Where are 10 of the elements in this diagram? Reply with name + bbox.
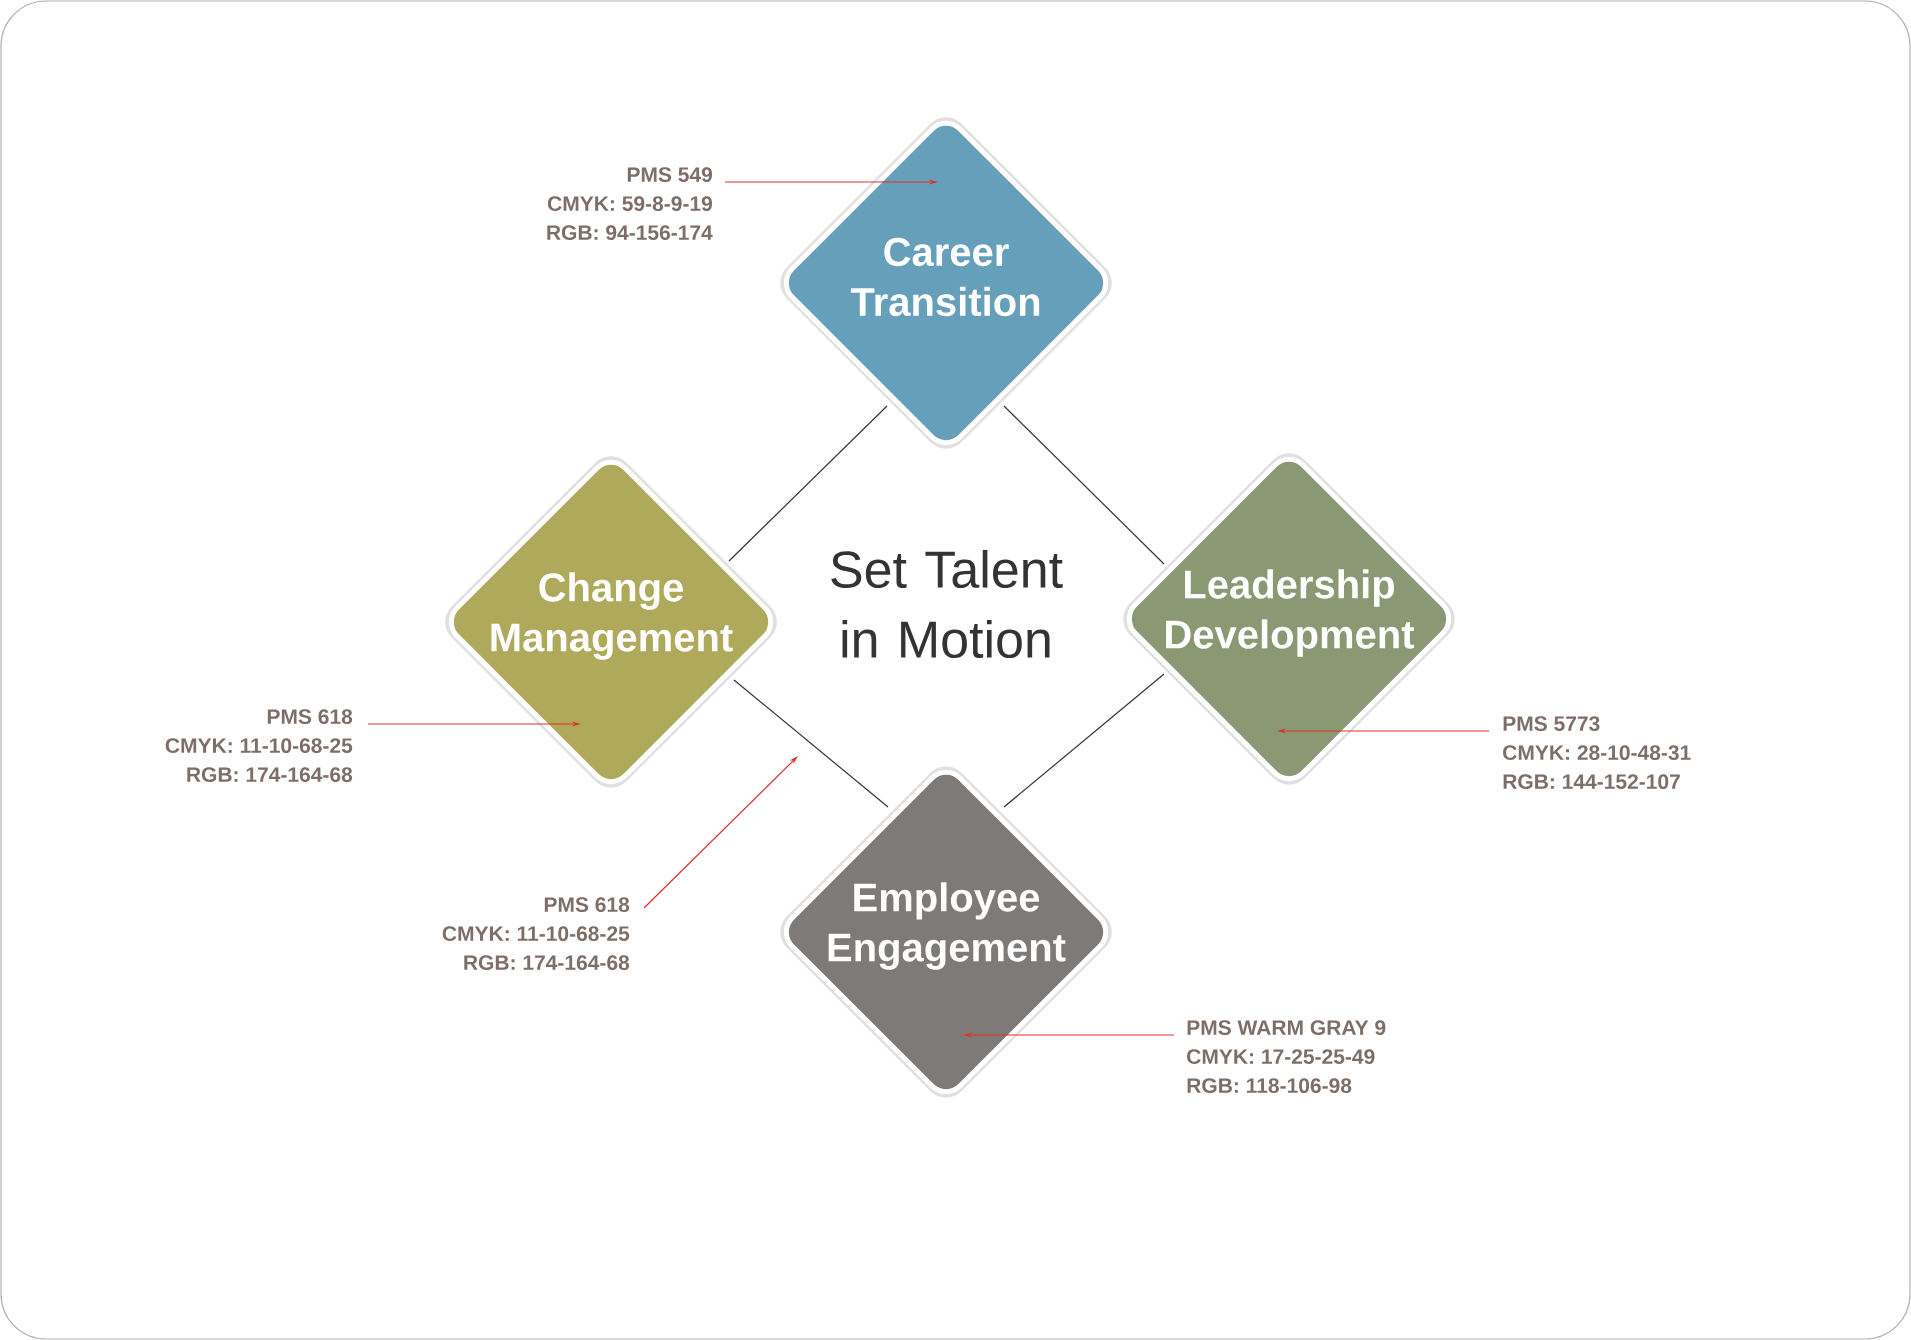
- connector-line: [1003, 673, 1165, 808]
- connector-line: [1003, 405, 1165, 565]
- color-spec-text: PMS WARM GRAY 9 CMYK: 17-25-25-49 RGB: 118-106-98: [1187, 1020, 1386, 1094]
- color-spec-text: PMS 549 CMYK: 59-8-9-19 RGB: 94-156-174: [547, 167, 713, 241]
- color-spec-text: PMS 5773 CMYK: 28-10-48-31 RGB: 144-152-107: [1503, 716, 1691, 790]
- connector-line: [728, 405, 888, 562]
- center-title: Set Talent in Motion: [831, 549, 1063, 659]
- color-spec-text: PMS 618 CMYK: 11-10-68-25 RGB: 174-164-68: [442, 897, 630, 971]
- connector-line: [733, 679, 889, 808]
- color-spec-text: PMS 618 CMYK: 11-10-68-25 RGB: 174-164-68: [165, 709, 353, 783]
